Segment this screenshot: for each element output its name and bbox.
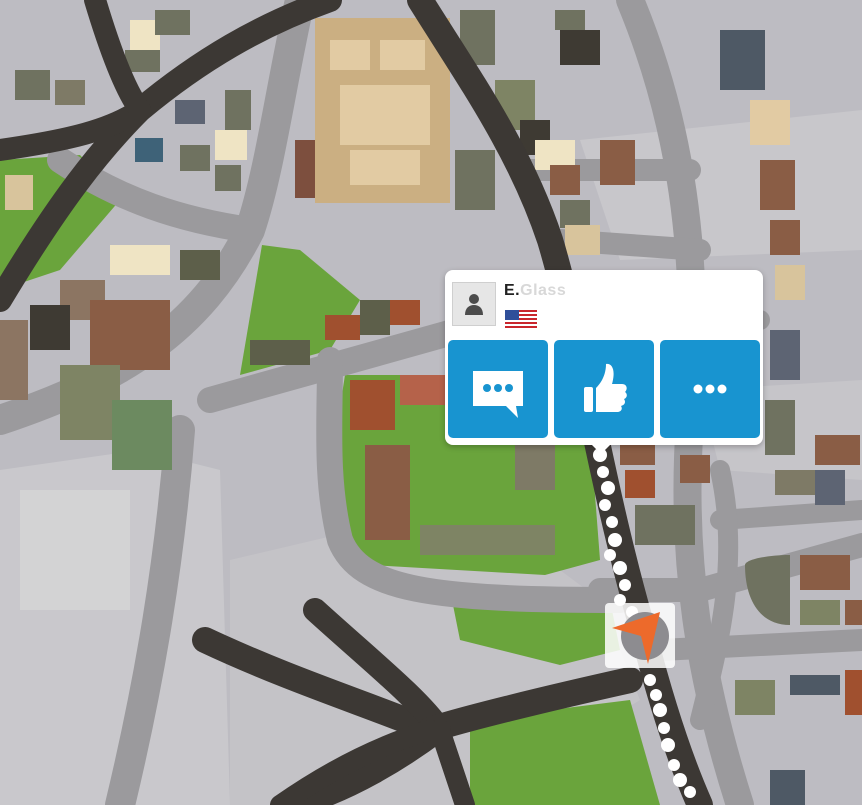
- buildings: [0, 10, 862, 805]
- more-button[interactable]: [660, 340, 760, 438]
- action-bar: [448, 340, 760, 438]
- chat-bubble-icon: [473, 371, 523, 418]
- avatar[interactable]: [452, 282, 496, 326]
- player-popup: E.Glass: [445, 270, 763, 454]
- player-name-rest: Glass: [520, 282, 567, 299]
- thumbs-up-icon: [584, 363, 627, 412]
- player-name: E.Glass: [504, 282, 566, 300]
- message-button[interactable]: [448, 340, 548, 438]
- like-button[interactable]: [554, 340, 654, 438]
- popup-pointer: [591, 444, 611, 454]
- more-dots-icon: [693, 384, 727, 394]
- us-flag-icon: [505, 310, 537, 328]
- route-trail: [593, 448, 696, 798]
- vehicle-marker[interactable]: [605, 603, 675, 668]
- player-name-initial: E.: [504, 282, 521, 299]
- person-icon: [465, 294, 483, 315]
